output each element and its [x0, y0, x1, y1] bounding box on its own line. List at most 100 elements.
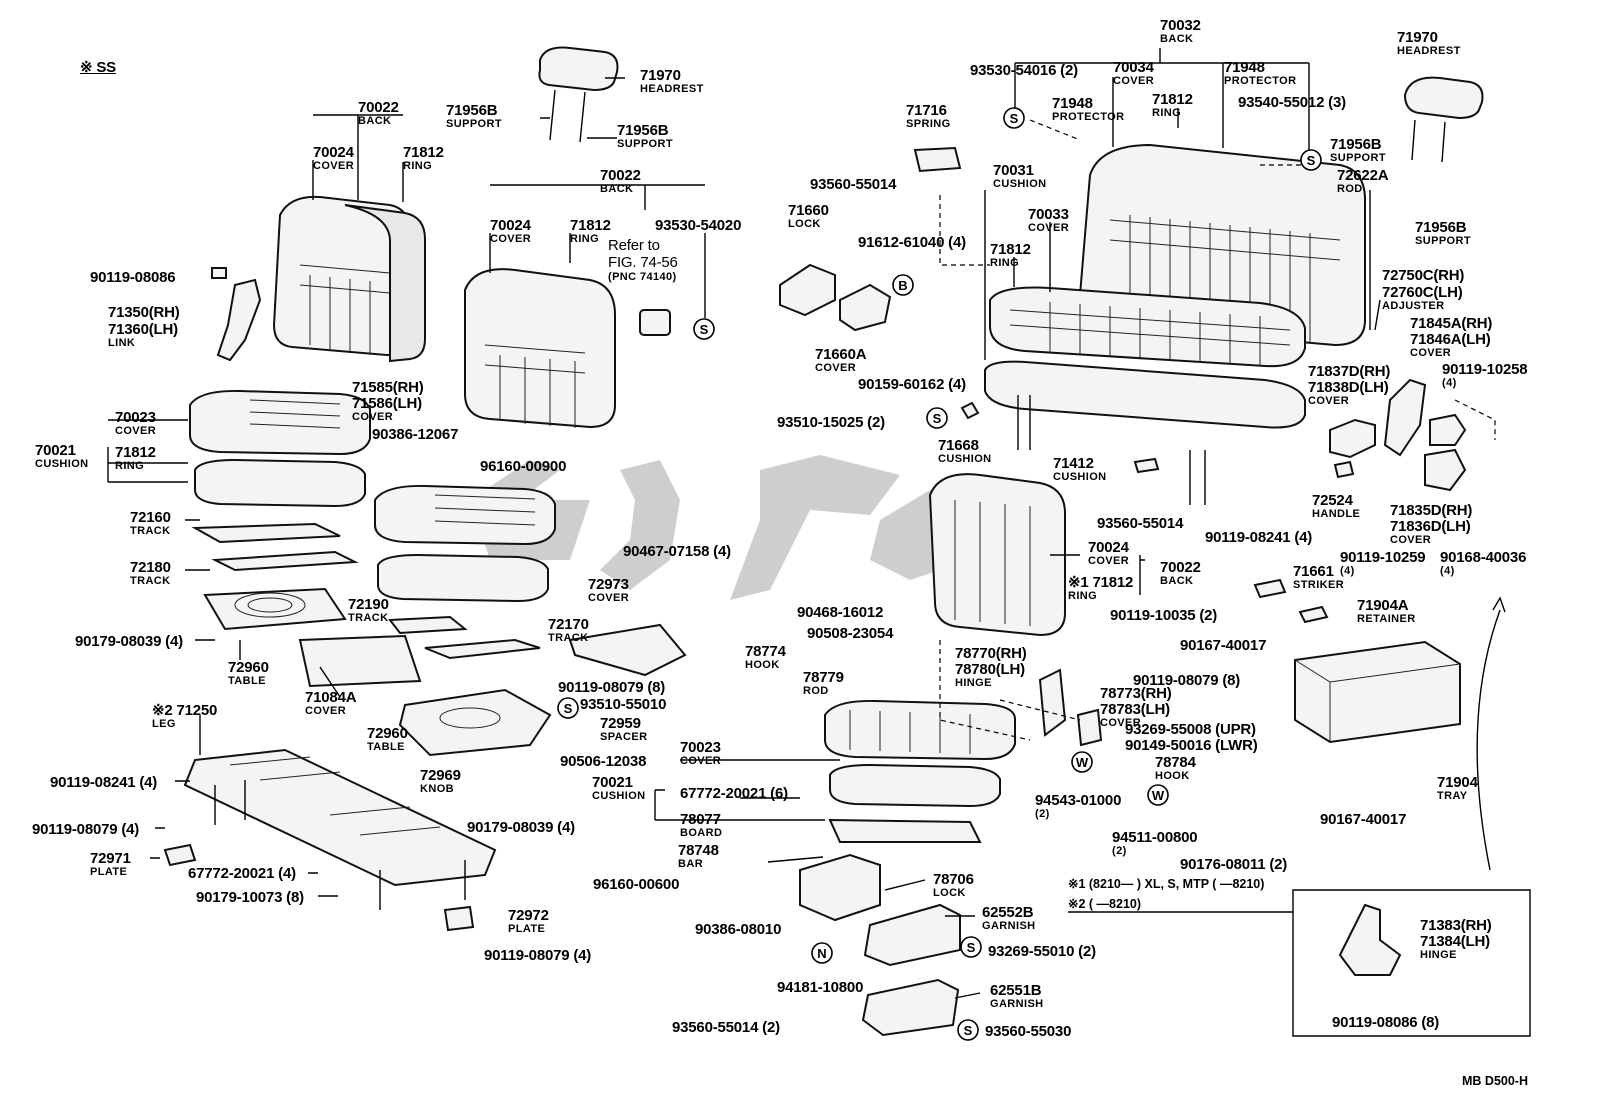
part-name: LOCK	[933, 887, 966, 899]
part-number: 93560-55014 (2)	[672, 1019, 780, 1036]
part-name: PLATE	[508, 923, 546, 935]
part-name: STRIKER	[1293, 579, 1345, 591]
part-number: 78784	[1155, 754, 1196, 771]
part-name: COVER	[1390, 534, 1432, 546]
part-name: BACK	[600, 183, 634, 195]
part-label: 90119-08241 (4)	[50, 775, 157, 790]
part-number: 71350(RH)	[108, 304, 180, 321]
part-number: 90119-08086	[90, 269, 176, 286]
part-name: TRAY	[1437, 790, 1468, 802]
part-number: 71585(RH)	[352, 379, 424, 396]
part-label: 90508-23054	[807, 626, 893, 641]
circle-mark: S	[557, 697, 579, 719]
part-number: 71846A(LH)	[1410, 331, 1491, 348]
part-number: 71812	[1152, 91, 1193, 108]
part-name: RING	[570, 233, 600, 245]
part-number: 72959	[600, 715, 641, 732]
part-number: 78077	[680, 811, 721, 828]
part-name: RING	[1152, 107, 1182, 119]
part-number: 94511-00800	[1112, 829, 1198, 846]
part-label: 94181-10800	[777, 980, 863, 995]
part-name: CUSHION	[993, 178, 1047, 190]
rear-bench-adjuster-group	[1329, 378, 1467, 492]
part-number: 72960	[367, 725, 408, 742]
part-name: RETAINER	[1357, 613, 1416, 625]
part-number: 90167-40017	[1320, 811, 1407, 828]
part-number: 71084A	[305, 689, 357, 706]
part-name: CUSHION	[938, 453, 992, 465]
circle-mark: B	[892, 274, 914, 296]
part-name: CUSHION	[592, 790, 646, 802]
part-name: BACK	[358, 115, 392, 127]
part-name: RING	[1068, 590, 1098, 602]
part-label: 72760C(LH)ADJUSTER	[1382, 285, 1463, 312]
part-label: 90119-08086	[90, 269, 176, 286]
circle-mark: S	[1003, 107, 1025, 129]
part-number: 90119-08241 (4)	[50, 774, 158, 791]
part-name: ROD	[1337, 183, 1363, 195]
svg-text:S: S	[700, 322, 709, 337]
part-label: 93269-55008 (UPR)	[1125, 722, 1256, 737]
part-label: 90386-08010	[695, 922, 781, 937]
part-name: (4)	[1340, 565, 1355, 577]
svg-text:S: S	[1010, 111, 1019, 126]
svg-text:S: S	[967, 940, 976, 955]
part-number: 70032	[1160, 17, 1201, 34]
part-name: TRACK	[348, 612, 389, 624]
part-number: 90119-08079 (8)	[558, 679, 666, 696]
part-label: 96160-00600	[593, 877, 679, 892]
part-name: HINGE	[955, 677, 992, 689]
rear-bench-cushion-group	[984, 286, 1306, 505]
part-name: HEADREST	[1397, 45, 1461, 57]
part-label: 90167-40017	[1320, 812, 1406, 827]
part-name: PROTECTOR	[1224, 75, 1297, 87]
part-number: 93530-54020	[655, 217, 742, 234]
part-number: 71812	[403, 144, 444, 161]
part-name: (4)	[1440, 565, 1455, 577]
part-label: 71384(LH)HINGE	[1420, 934, 1490, 961]
part-number: 90386-12067	[372, 426, 459, 443]
circle-mark: N	[811, 942, 833, 964]
part-label: 90468-16012	[797, 605, 883, 620]
part-label: 90179-08039 (4)	[75, 634, 183, 649]
part-number: 71661	[1293, 563, 1334, 580]
part-name: GARNISH	[982, 920, 1036, 932]
part-name: COVER	[490, 233, 532, 245]
part-name: BACK	[1160, 575, 1194, 587]
part-number: 90119-08086 (8)	[1332, 1014, 1440, 1031]
part-name: BAR	[678, 858, 704, 870]
part-number: 94543-01000	[1035, 792, 1122, 809]
part-number: 70022	[600, 167, 641, 184]
part-label: 90119-08241 (4)	[1205, 530, 1312, 545]
svg-text:W: W	[1076, 755, 1089, 770]
part-label: 96160-00900	[480, 459, 566, 474]
circle-mark: W	[1147, 784, 1169, 806]
part-name: HOOK	[1155, 770, 1190, 782]
part-label: 71835D(RH)	[1390, 503, 1472, 518]
part-label: 90386-12067	[372, 427, 458, 442]
part-name: TRACK	[130, 525, 171, 537]
part-number: ※1 71812	[1068, 574, 1134, 591]
part-number: 71660A	[815, 346, 867, 363]
tray-group	[1253, 578, 1461, 744]
part-name: SUPPORT	[446, 118, 502, 130]
part-number: 90149-50016 (LWR)	[1125, 737, 1258, 754]
left-seat-track-group	[191, 522, 422, 688]
part-label: 91612-61040 (4)	[858, 235, 966, 250]
